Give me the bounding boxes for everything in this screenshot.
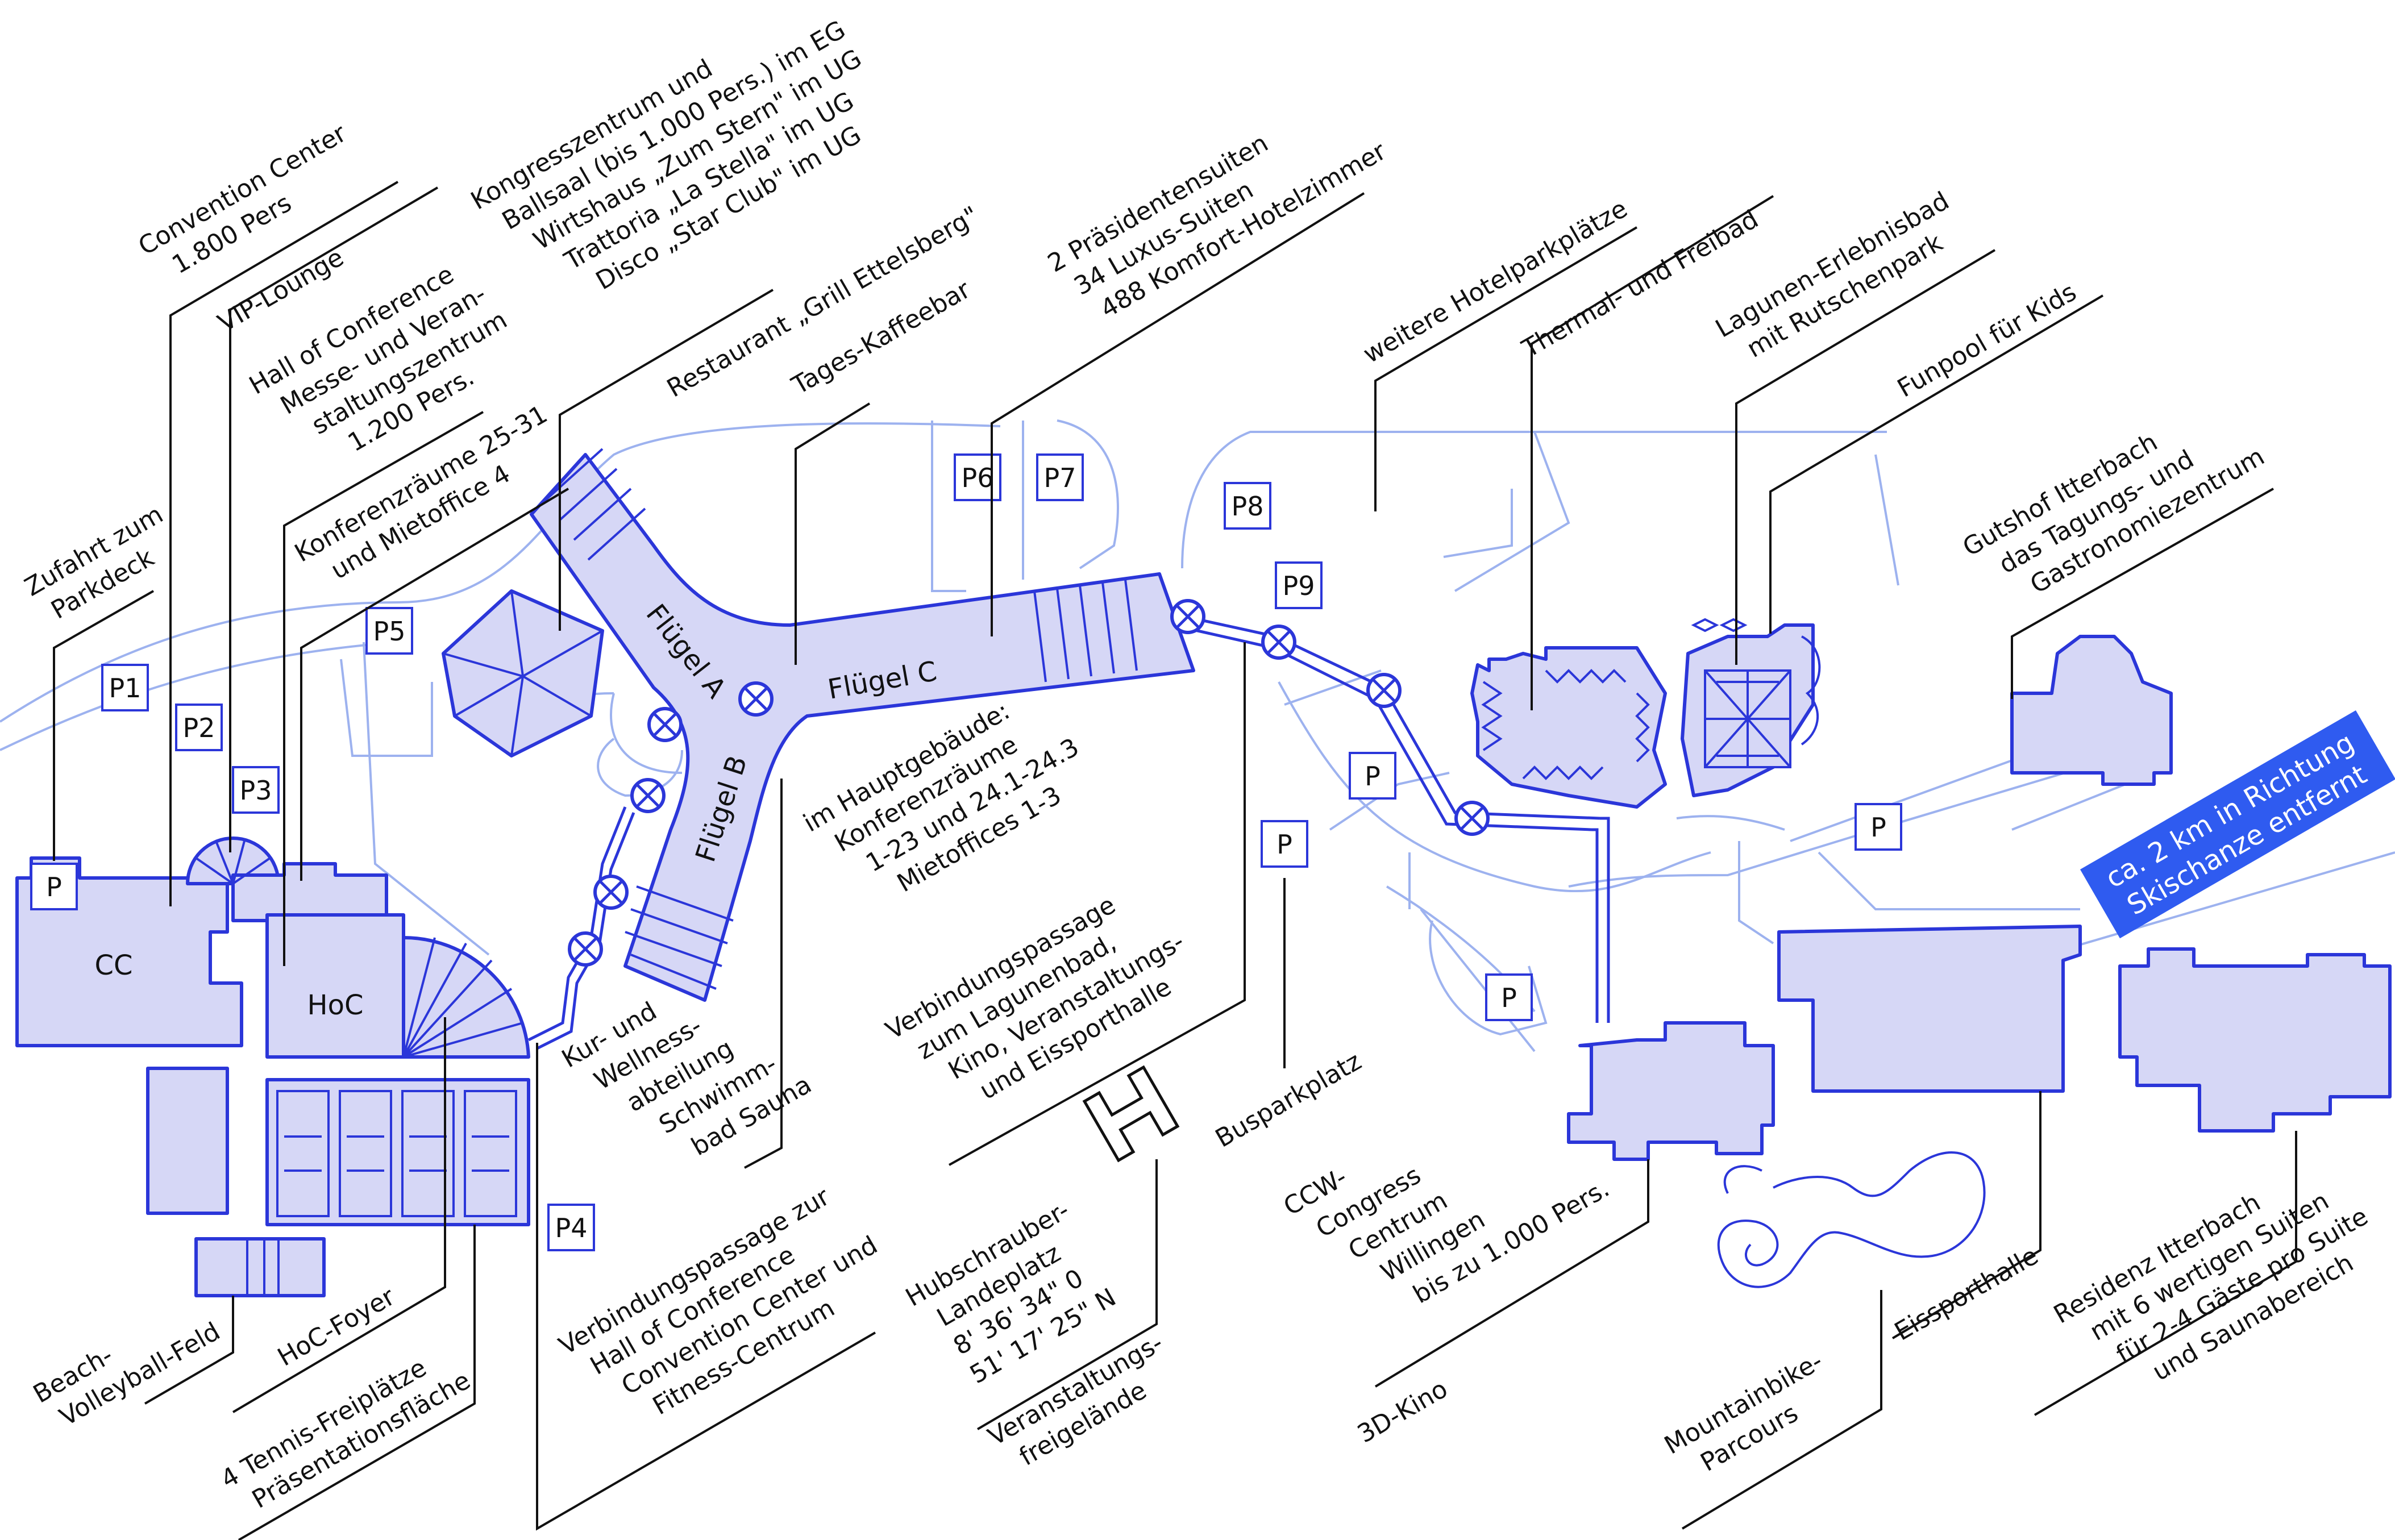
parking-p7: P7 xyxy=(1043,463,1076,493)
cc-label: CC xyxy=(94,950,132,981)
hoc-label: HoC xyxy=(307,989,364,1021)
label-zufahrt: Zufahrt zumParkdeck xyxy=(20,500,185,631)
round-node-walk xyxy=(595,876,627,908)
svg-text:Beach-Volleyball-Feld: Beach-Volleyball-Feld xyxy=(28,1288,225,1438)
svg-text:Verbindungspassage zurHall of: Verbindungspassage zurHall of Conference… xyxy=(554,1173,899,1446)
parking-p-bus: P xyxy=(1276,829,1292,860)
round-node-passage xyxy=(1263,626,1295,658)
svg-text:4 Tennis-FreiplätzePräsentatio: 4 Tennis-FreiplätzePräsentationsfläche xyxy=(216,1337,475,1522)
svg-text:Gutshof Itterbachdas Tagungs-: Gutshof Itterbachdas Tagungs- undGastron… xyxy=(1958,385,2269,619)
label-vip-lounge: VIP-Lounge xyxy=(213,243,349,338)
vip-lounge-rotunda xyxy=(186,836,280,885)
beach-volleyball-field xyxy=(194,1237,326,1297)
svg-text:Mountainbike-Parcours: Mountainbike-Parcours xyxy=(1660,1346,1844,1488)
label-kino: 3D-Kino xyxy=(1353,1375,1453,1449)
svg-text:Zufahrt zumParkdeck: Zufahrt zumParkdeck xyxy=(20,500,185,631)
svg-text:CCW-CongressCentrumWillingenbi: CCW-CongressCentrumWillingenbis zu 1.000… xyxy=(1279,1052,1614,1343)
parking-p-gutshof: P xyxy=(1870,812,1886,843)
round-node-pool xyxy=(649,709,681,740)
label-tennis: 4 Tennis-FreiplätzePräsentationsfläche xyxy=(216,1337,475,1522)
label-ccw: CCW-CongressCentrumWillingenbis zu 1.000… xyxy=(1279,1052,1614,1343)
label-busparkplatz: Busparkplatz xyxy=(1211,1047,1366,1154)
round-node-walk xyxy=(569,933,601,965)
gutshof-building xyxy=(2010,635,2173,786)
road-network xyxy=(0,419,2395,1052)
label-beach-volleyball: Beach-Volleyball-Feld xyxy=(28,1288,225,1438)
svg-text:Busparkplatz: Busparkplatz xyxy=(1211,1047,1366,1154)
parking-p-hotel: P xyxy=(1365,761,1381,792)
tennis-courts-block xyxy=(265,1078,530,1226)
round-node-walk xyxy=(632,780,664,811)
parking-p5: P5 xyxy=(373,616,405,647)
parking-p8: P8 xyxy=(1231,491,1263,522)
parking-p1: P1 xyxy=(109,673,141,704)
svg-text:3D-Kino: 3D-Kino xyxy=(1353,1375,1453,1449)
label-residenz: Residenz Itterbachmit 6 wertigen Suitenf… xyxy=(2049,1144,2389,1415)
helipad-icon xyxy=(1082,1065,1180,1163)
round-node-fluegel xyxy=(740,683,772,715)
residenz-building xyxy=(2118,947,2392,1133)
eissporthalle-building xyxy=(1777,925,2082,1093)
main-hotel-wings xyxy=(530,453,1195,1002)
parking-p-ccw: P xyxy=(1501,983,1517,1013)
round-node-passage xyxy=(1456,802,1488,834)
parking-p2: P2 xyxy=(182,713,215,743)
svg-text:weitere Hotelparkplätze: weitere Hotelparkplätze xyxy=(1358,194,1632,369)
hoc-foyer-fan xyxy=(402,935,530,1059)
label-gutshof: Gutshof Itterbachdas Tagungs- undGastron… xyxy=(1958,385,2269,619)
label-verbindung-hoc: Verbindungspassage zurHall of Conference… xyxy=(554,1173,899,1446)
hoc-building xyxy=(265,913,405,1059)
ccw-building xyxy=(1567,1021,1775,1161)
round-node-passage xyxy=(1172,601,1204,632)
label-mountainbike: Mountainbike-Parcours xyxy=(1660,1346,1844,1488)
parking-p9: P9 xyxy=(1282,571,1315,601)
parking-p3: P3 xyxy=(239,775,272,806)
parking-p-parkdeck: P xyxy=(46,872,62,902)
thermalbad-building xyxy=(1470,646,1667,809)
svg-text:VIP-Lounge: VIP-Lounge xyxy=(213,243,349,338)
svg-text:Residenz Itterbachmit 6 wertig: Residenz Itterbachmit 6 wertigen Suitenf… xyxy=(2049,1144,2389,1415)
svg-text:Funpool für Kids: Funpool für Kids xyxy=(1893,277,2081,403)
label-funpool: Funpool für Kids xyxy=(1893,277,2081,403)
label-hotelparkplaetze: weitere Hotelparkplätze xyxy=(1358,194,1632,369)
parking-p4: P4 xyxy=(555,1213,587,1243)
helper-court xyxy=(146,1067,229,1215)
round-node-passage xyxy=(1368,675,1400,706)
parking-p6: P6 xyxy=(961,463,993,493)
